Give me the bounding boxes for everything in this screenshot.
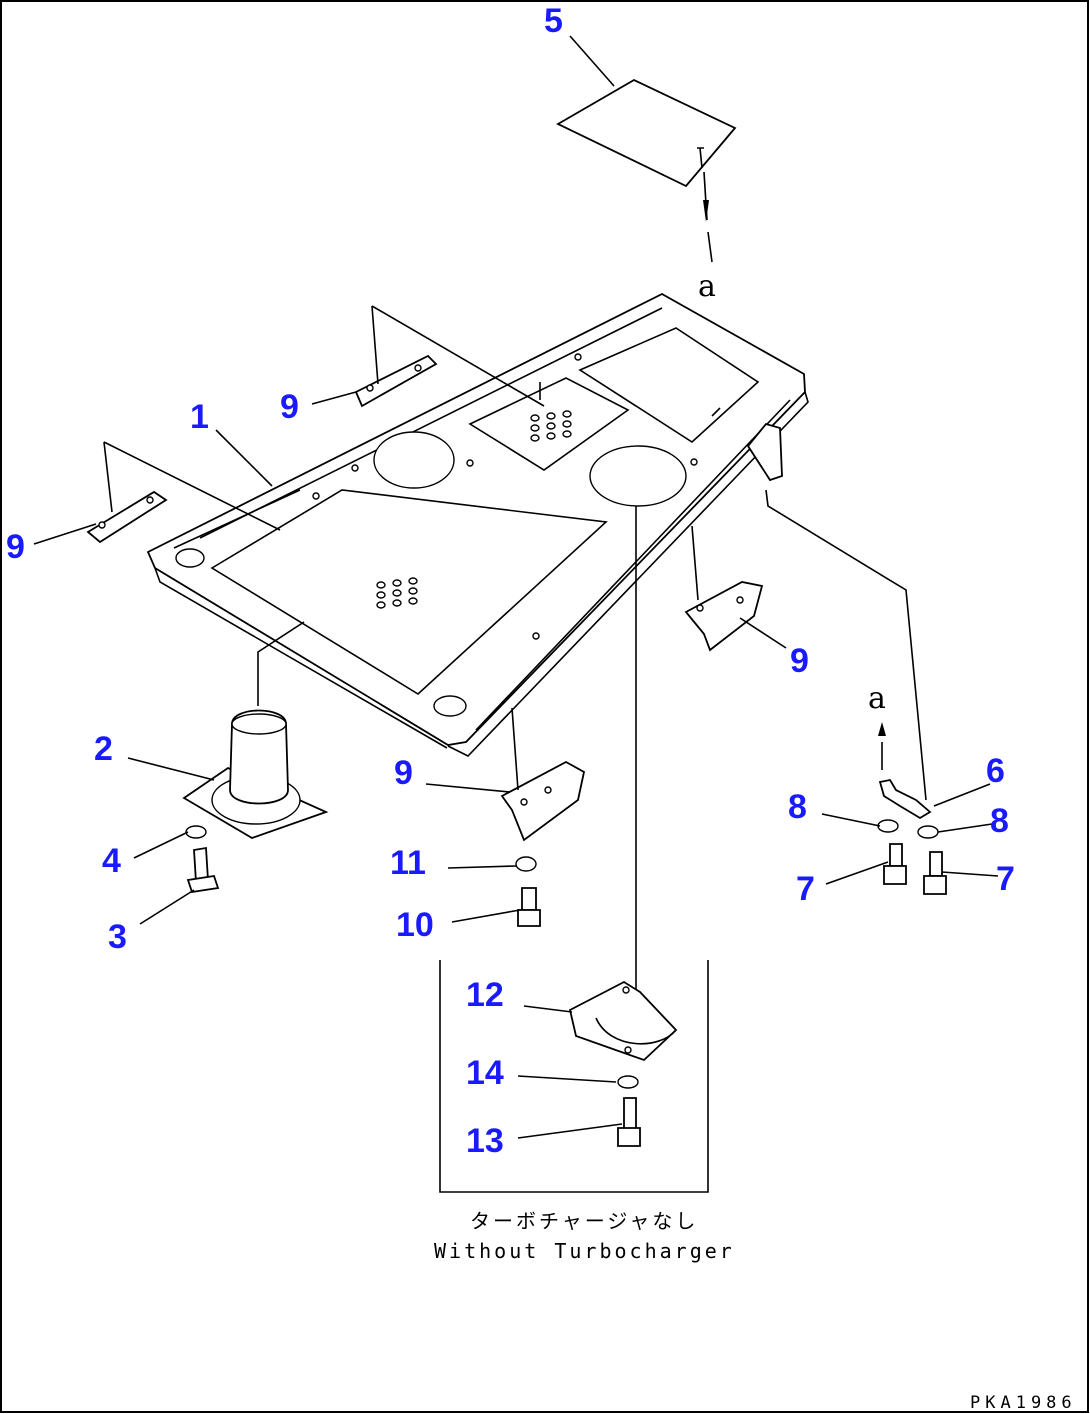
part-12-plate	[568, 980, 678, 1062]
part-7-bolt-right	[923, 851, 947, 895]
callout-9-upper: 9	[280, 388, 299, 426]
callout-9-left: 9	[6, 528, 25, 566]
leader-lines	[33, 35, 999, 1139]
part-7-bolt-left	[883, 843, 907, 885]
part-9-bracket-upper-left	[86, 441, 281, 544]
callout-2: 2	[94, 730, 113, 768]
part-8-washer-left	[877, 819, 899, 833]
variant-box	[439, 506, 709, 1193]
ref-a-top: a	[698, 269, 716, 304]
part-3-bolt	[186, 846, 220, 894]
part-1-main-frame	[146, 292, 809, 757]
bolt-hole-pattern-middle	[530, 410, 572, 442]
callout-10: 10	[396, 906, 434, 944]
callout-7-right: 7	[996, 860, 1015, 898]
part-14-washer	[617, 1075, 639, 1089]
callout-4: 4	[102, 842, 121, 880]
drawing-code: PKA1986	[970, 1393, 1077, 1413]
variant-label-english: Without Turbocharger	[434, 1239, 735, 1263]
part-4-washer	[185, 825, 207, 839]
part-10-bolt	[517, 887, 541, 927]
callout-9-right: 9	[790, 642, 809, 680]
part-6-clip	[878, 722, 932, 820]
callout-1: 1	[190, 398, 209, 436]
callout-5: 5	[544, 2, 563, 40]
part-right-support	[746, 422, 927, 801]
callout-8-left: 8	[788, 788, 807, 826]
callout-12: 12	[466, 976, 504, 1014]
part-8-washer-right	[917, 825, 939, 839]
callout-7-left: 7	[796, 870, 815, 908]
callout-9-front: 9	[394, 754, 413, 792]
part-9-bracket-upper-mid	[354, 305, 545, 408]
callout-11: 11	[390, 844, 426, 882]
ref-a-right: a	[868, 681, 886, 716]
part-11-washer	[515, 856, 537, 872]
callout-14: 14	[466, 1054, 504, 1092]
callout-3: 3	[108, 918, 127, 956]
part-5-cover-plate	[556, 78, 737, 263]
variant-label-japanese: ターボチャージャなし	[470, 1209, 698, 1233]
bolt-hole-pattern-left	[376, 577, 418, 609]
part-9-bracket-right	[684, 525, 764, 652]
part-9-bracket-front	[500, 707, 586, 842]
callout-8-right: 8	[990, 802, 1009, 840]
part-2-engine-mount	[182, 621, 329, 839]
callout-6: 6	[986, 752, 1005, 790]
callout-13: 13	[466, 1122, 504, 1160]
part-13-bolt	[617, 1097, 641, 1147]
